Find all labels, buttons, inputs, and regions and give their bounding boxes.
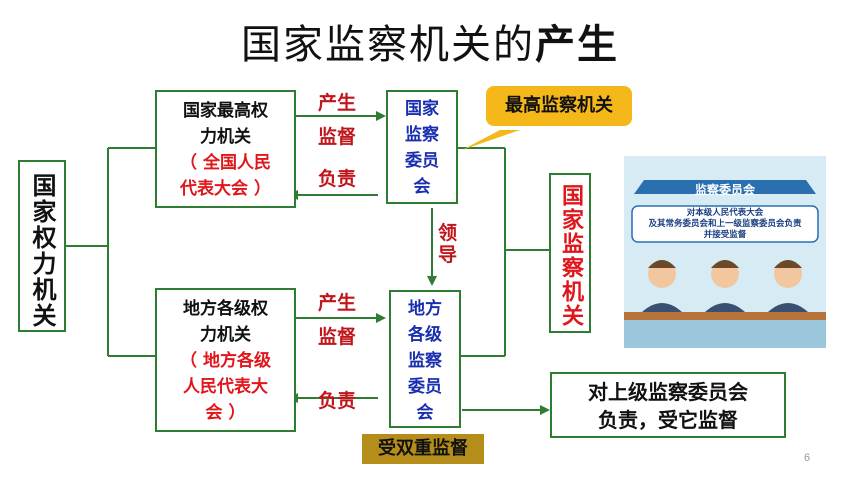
national-supervisory-commission-box: 国家 监察 委员 会 (386, 90, 458, 204)
local-congress-name-2: 人民代表大 (183, 377, 268, 397)
upper-responsible-line-2: 负责，受它监督 (598, 408, 738, 432)
lsc-line-1: 地方 (408, 299, 442, 319)
national-highest-power-box: 国家最高权 力机关 （ 全国人民 代表大会 ） (155, 90, 296, 208)
nsc-line-1: 国家 (405, 99, 439, 119)
lsc-line-4: 委员 (408, 377, 442, 397)
npc-name-2: 代表大会 ） (180, 179, 271, 199)
supervise-label-bottom: 监督 (318, 326, 357, 348)
national-highest-power-name-2: 力机关 (200, 127, 251, 147)
illustration-text: 对本级人民代表大会 及其常务委员会和上一级监察委员会负责 并接受监督 (632, 208, 818, 241)
lsc-line-2: 各级 (408, 325, 442, 345)
illustration-text-2: 及其常务委员会和上一级监察委员会负责 (648, 219, 802, 229)
produce-label-bottom: 产生 (318, 292, 357, 314)
local-congress-name-3: 会 ） (205, 403, 246, 423)
lsc-line-5: 会 (416, 403, 434, 423)
illustration-header: 监察委员会 (694, 183, 755, 197)
lead-label: 领导 (438, 222, 458, 266)
responsible-label-bottom: 负责 (318, 390, 357, 412)
nsc-line-4: 会 (413, 177, 431, 197)
highest-supervisory-callout: 最高监察机关 (486, 86, 632, 126)
lsc-line-3: 监察 (408, 351, 442, 371)
page-number: 6 (804, 452, 811, 464)
national-supervisory-organs-box: 国家监察机关 (549, 173, 591, 333)
local-congress-name-1: （ 地方各级 (180, 351, 271, 371)
page-title: 国家监察机关的产生 (241, 22, 619, 68)
local-power-name-1: 地方各级权 (183, 299, 268, 319)
dual-supervision-label: 受双重监督 (362, 434, 484, 464)
responsible-label-top: 负责 (318, 168, 357, 190)
nsc-line-3: 委员 (405, 151, 439, 171)
commission-illustration-art (624, 156, 826, 348)
local-power-name-2: 力机关 (200, 325, 251, 345)
local-supervisory-commission-box: 地方 各级 监察 委员 会 (389, 290, 461, 428)
illustration-text-3: 并接受监督 (703, 230, 747, 240)
national-highest-power-name-1: 国家最高权 (183, 101, 268, 121)
nsc-line-2: 监察 (405, 125, 439, 145)
local-power-box: 地方各级权 力机关 （ 地方各级 人民代表大 会 ） (155, 288, 296, 432)
upper-responsible-line-1: 对上级监察委员会 (588, 380, 748, 404)
illustration-text-1: 对本级人民代表大会 (686, 208, 764, 218)
produce-label-top: 产生 (318, 92, 357, 114)
commission-illustration: 监察委员会 对本级人民代表大会 及其常务委员会和上一级监察委员会负责 并接受监督 (624, 156, 826, 348)
npc-name-1: （ 全国人民 (180, 153, 271, 173)
supervise-label-top: 监督 (318, 126, 357, 148)
national-power-organs-box: 国家权力机关 (18, 160, 66, 332)
upper-responsible-box: 对上级监察委员会 负责，受它监督 (550, 372, 786, 438)
